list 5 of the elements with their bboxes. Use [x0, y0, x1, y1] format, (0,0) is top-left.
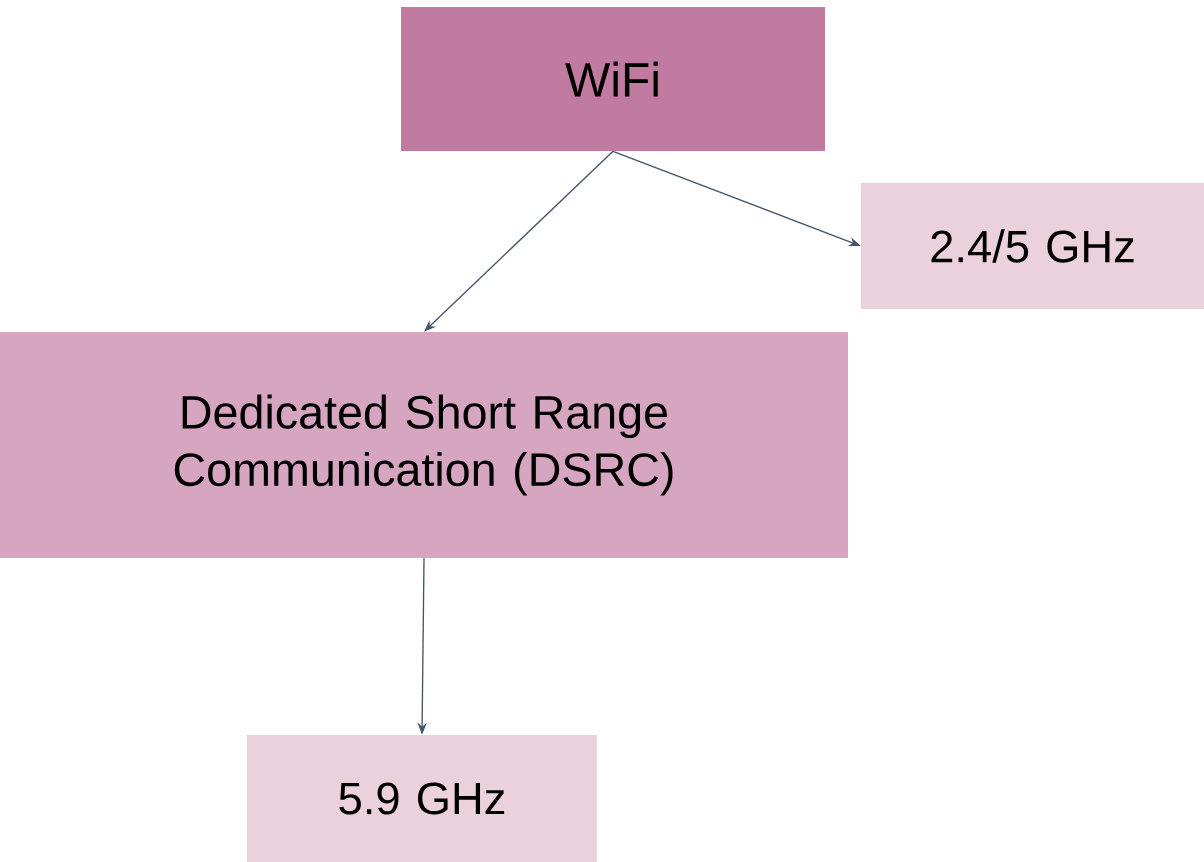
frequency-box: 2.4/5 GHz — [861, 183, 1204, 309]
arrow — [424, 150, 614, 332]
category-box: WiFi — [401, 7, 825, 151]
frequency-box: 5.9 GHz — [247, 735, 597, 862]
category-box: Dedicated Short Range Communication (DSRC) — [0, 332, 848, 558]
